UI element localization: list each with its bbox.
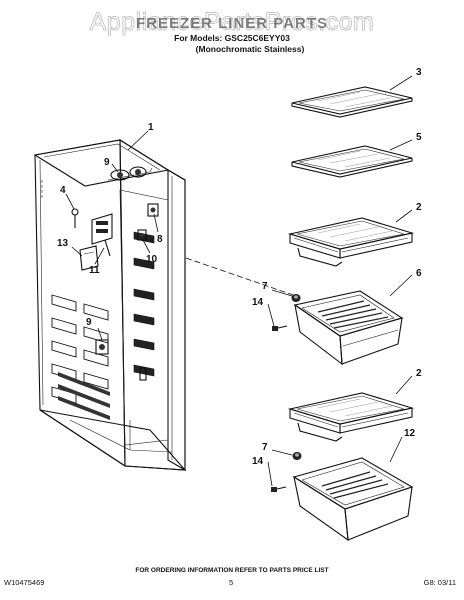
callout-screw-c: 14: [252, 297, 264, 308]
callout-screw-lower: 9: [86, 317, 92, 328]
callout-liner: 1: [148, 122, 154, 133]
control-housing[interactable]: [107, 166, 153, 181]
callout-stud-lower: 7: [262, 442, 268, 453]
art-code: G8: 03/11: [423, 578, 456, 587]
air-duct[interactable]: [91, 213, 113, 257]
page-number: 5: [229, 578, 234, 587]
callout-stud-upper: 7: [262, 281, 268, 292]
callout-shelf-lower: 2: [416, 368, 422, 379]
callout-glass-lower: 5: [416, 132, 422, 143]
leader-lines: [65, 75, 413, 487]
callout-pan-upper: 6: [416, 268, 422, 279]
callout-glass-top: 3: [416, 67, 422, 78]
cover-plate[interactable]: [79, 245, 99, 271]
shelf-with-frame-upper[interactable]: [287, 217, 415, 267]
assembly-line: [185, 257, 297, 297]
header: AppliancePartsPros.com FREEZER LINER PAR…: [0, 6, 464, 37]
mounting-clip[interactable]: [71, 208, 79, 228]
stud-lower[interactable]: [292, 452, 302, 460]
document-number: W10475469: [4, 578, 45, 587]
callout-clip: 4: [60, 185, 66, 196]
stud-upper[interactable]: [291, 294, 301, 302]
page-title: FREEZER LINER PARTS: [135, 15, 329, 32]
glass-shelf-top[interactable]: [291, 86, 413, 118]
screw-lower[interactable]: [271, 486, 287, 492]
callout-duct: 11: [89, 265, 100, 276]
watermark: AppliancePartsPros.com: [89, 8, 375, 37]
crisper-pan-lower[interactable]: [292, 457, 414, 542]
callout-shelf-upper: 2: [416, 202, 422, 213]
crisper-pan-upper[interactable]: [293, 290, 404, 366]
callout-bracket: 8: [157, 234, 163, 245]
glass-shelf-lower[interactable]: [291, 145, 413, 178]
callout-pan-lower: 12: [404, 428, 416, 439]
callout-screw-d: 14: [252, 456, 264, 467]
callout-cover: 13: [57, 238, 69, 249]
screw-upper[interactable]: [272, 325, 288, 331]
model-finish: (Monochromatic Stainless): [195, 44, 305, 54]
side-bracket[interactable]: [147, 203, 159, 217]
callout-screw-top: 9: [104, 157, 110, 168]
shelf-with-frame-lower[interactable]: [287, 392, 415, 442]
ordering-note: FOR ORDERING INFORMATION REFER TO PARTS …: [135, 567, 329, 574]
freezer-liner[interactable]: [33, 138, 187, 471]
model-number: For Models: GSC25C6EYY03: [174, 33, 290, 43]
callout-bushing: 10: [146, 254, 158, 265]
side-bushing[interactable]: [137, 229, 147, 241]
